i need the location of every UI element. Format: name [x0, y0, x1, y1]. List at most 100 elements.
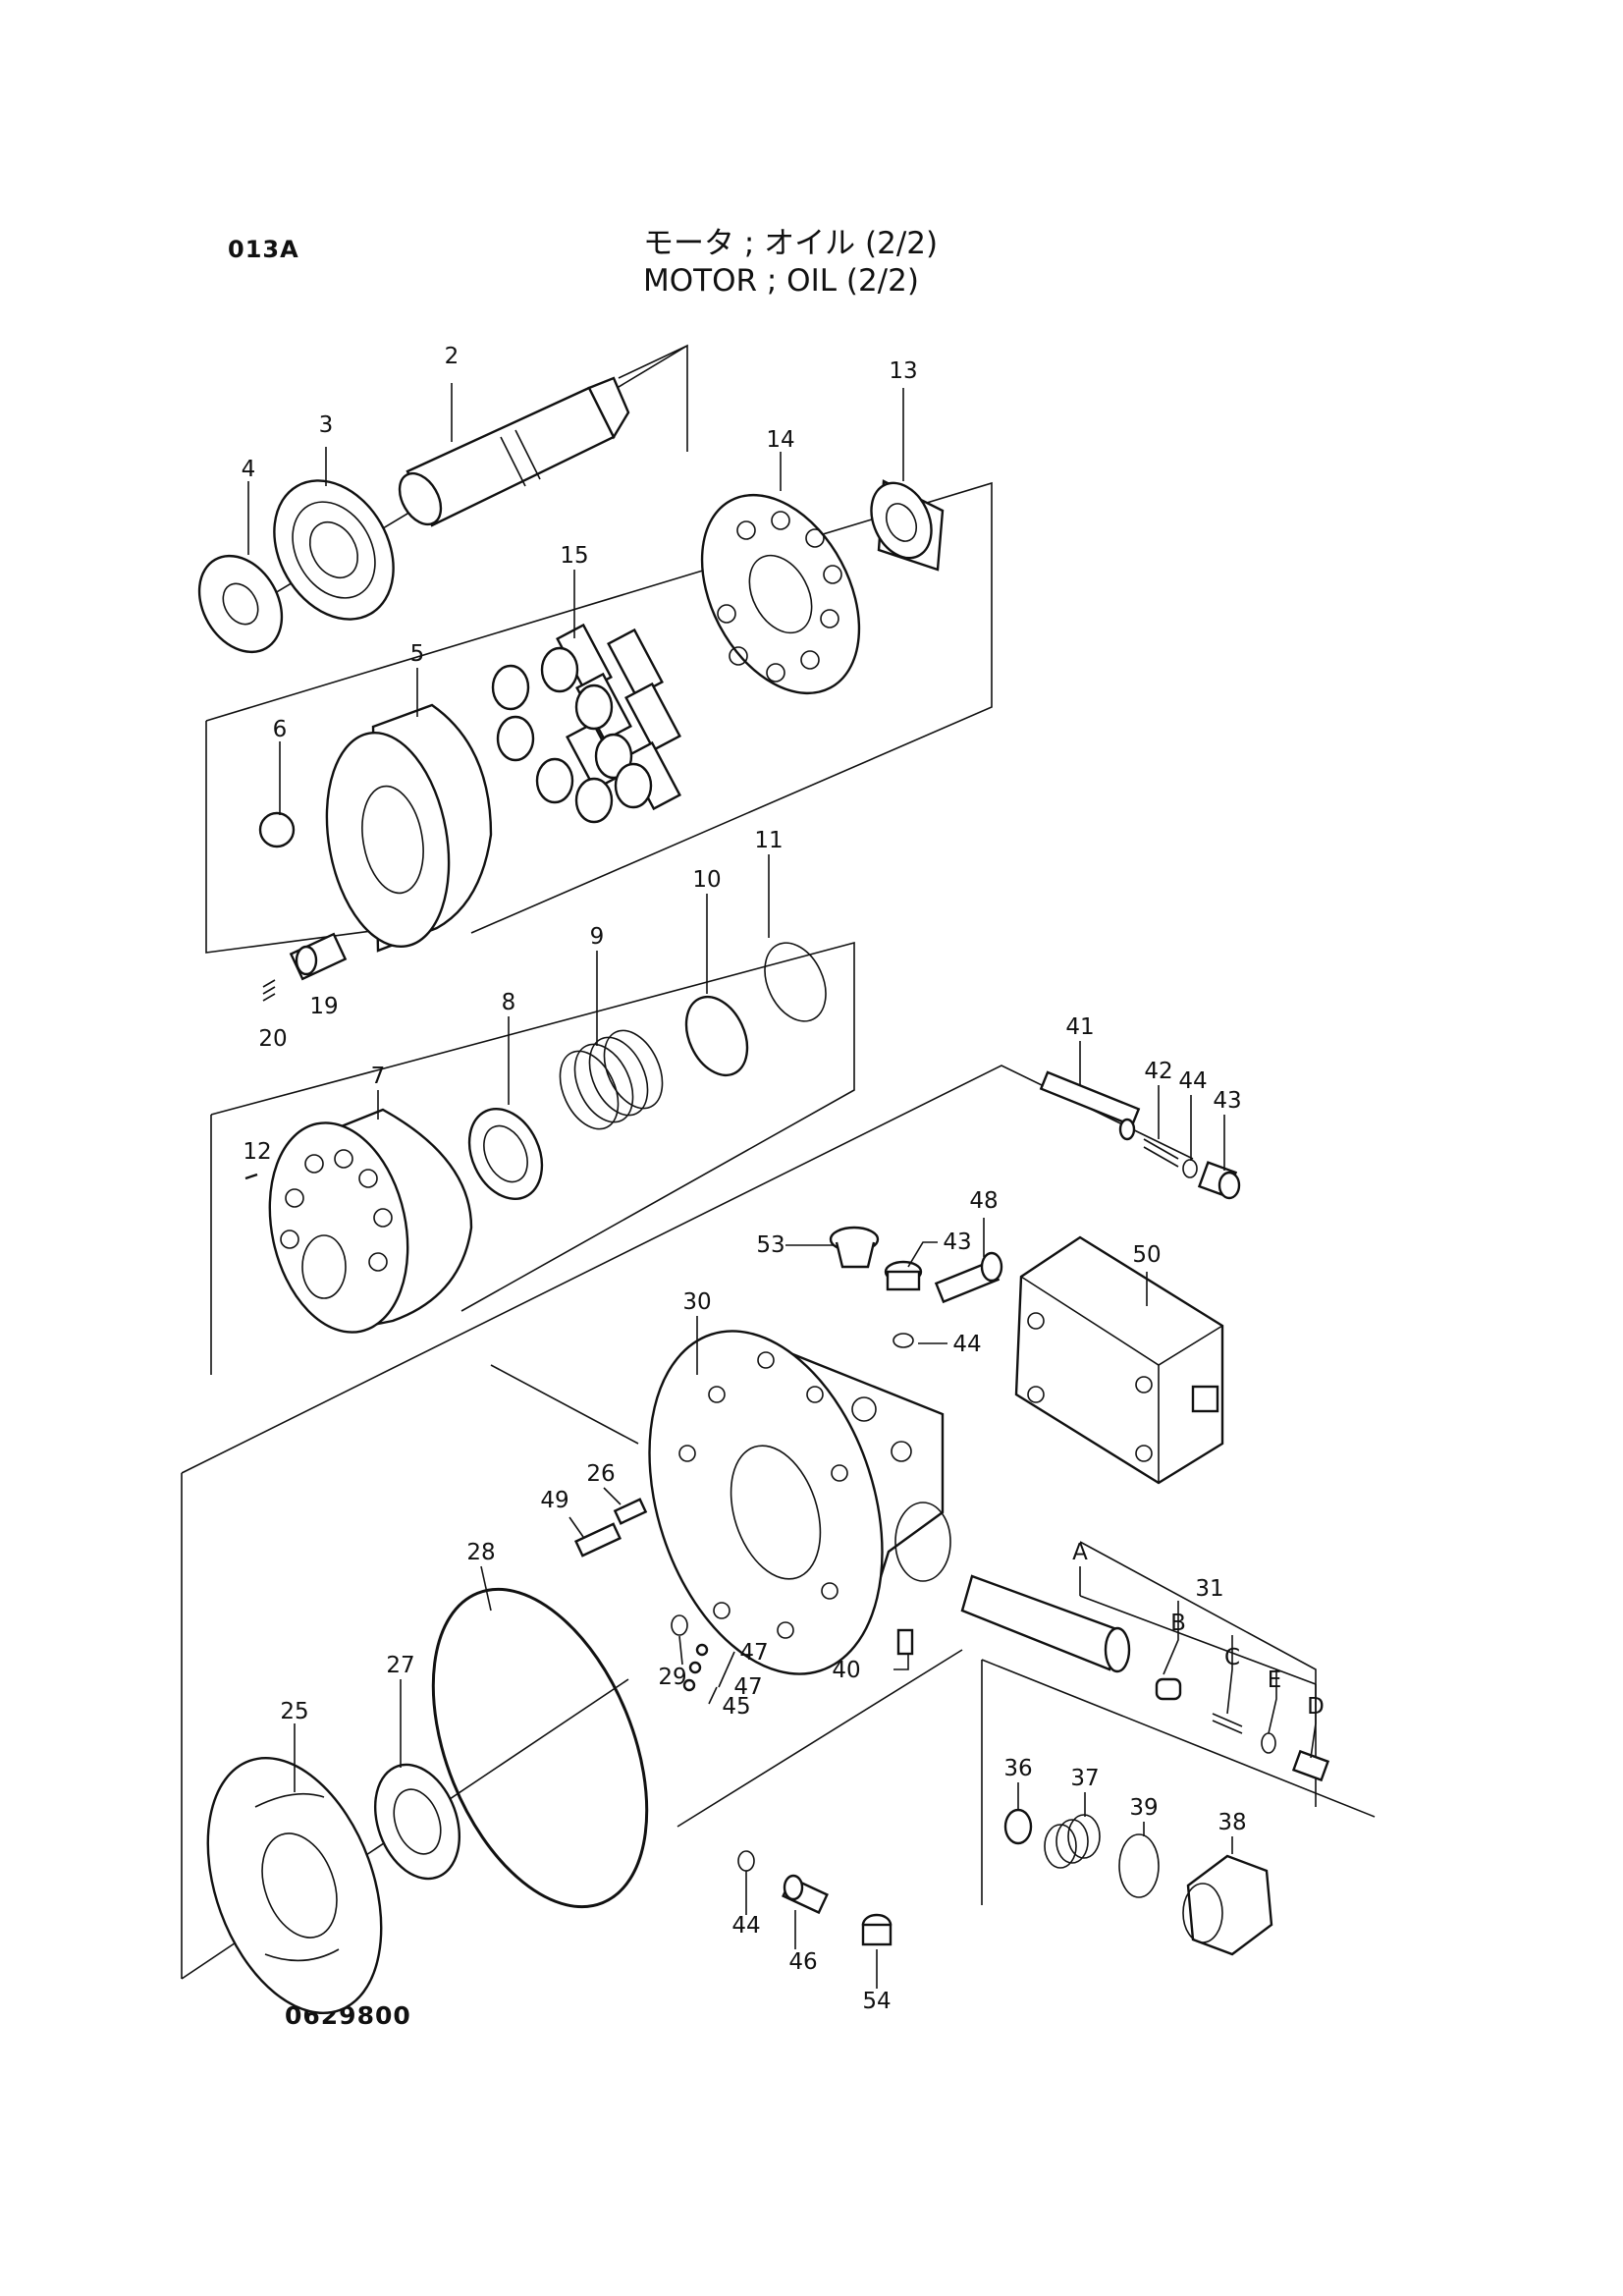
title-japanese: モータ ; オイル (2/2): [643, 226, 939, 261]
callout-39: 39: [1129, 1795, 1158, 1821]
callout-26: 26: [586, 1461, 615, 1487]
callout-30: 30: [682, 1289, 711, 1315]
callout-28: 28: [466, 1540, 495, 1565]
callout-11: 11: [754, 828, 783, 853]
part-A-spool: [960, 1574, 1131, 1673]
part-7-cylinder-block: [268, 1108, 473, 1334]
part-36-ring: [1003, 1808, 1033, 1845]
part-46-fitting: [782, 1874, 829, 1915]
part-38-plug: [1182, 1854, 1273, 1956]
part-47-b: [688, 1661, 702, 1674]
part-26-pin: [613, 1498, 648, 1525]
part-15-pistons: [491, 623, 681, 824]
callout-20: 20: [258, 1026, 287, 1052]
callout-25: 25: [280, 1699, 308, 1724]
part-9-spring: [559, 1029, 664, 1130]
part-5-holder: [325, 703, 493, 953]
title-english: MOTOR ; OIL (2/2): [643, 263, 919, 299]
part-25-valve-plate: [206, 1757, 383, 2014]
part-2-shaft: [398, 376, 630, 527]
part-19-20: [262, 932, 348, 1002]
callout-12: 12: [243, 1139, 271, 1165]
part-40-screw: [896, 1628, 914, 1656]
callout-13: 13: [889, 358, 917, 384]
callout-E: E: [1268, 1667, 1282, 1693]
callout-45: 45: [722, 1694, 750, 1720]
part-12-pin: [244, 1173, 258, 1180]
callout-14: 14: [766, 427, 794, 453]
callout-44-c: 44: [731, 1913, 760, 1939]
callout-3: 3: [319, 412, 334, 438]
page-code: 013A: [228, 236, 299, 263]
part-49-pin: [573, 1522, 622, 1558]
callout-19: 19: [309, 994, 338, 1019]
part-41-spool: [1039, 1070, 1141, 1141]
callout-7: 7: [371, 1064, 386, 1089]
part-B-sleeve: [1155, 1677, 1182, 1701]
part-42-spring: [1143, 1138, 1179, 1168]
part-47-a: [695, 1643, 709, 1657]
callout-38: 38: [1217, 1810, 1246, 1835]
part-3-bearing: [273, 479, 395, 621]
callout-44: 44: [1178, 1068, 1207, 1094]
part-30-casing: [648, 1330, 951, 1675]
callout-44-b: 44: [952, 1332, 981, 1357]
part-48-bolt: [934, 1251, 1003, 1304]
part-29-o-ring: [671, 1614, 688, 1636]
callout-D: D: [1307, 1694, 1325, 1720]
part-37-spring: [1044, 1814, 1101, 1869]
callout-41: 41: [1065, 1014, 1094, 1040]
callout-43-b: 43: [943, 1230, 971, 1255]
callout-6: 6: [273, 717, 288, 742]
part-43-plug-top: [884, 1260, 923, 1291]
part-44-o-ring: [1182, 1159, 1198, 1178]
callout-9: 9: [590, 924, 605, 950]
part-11-snap-ring: [764, 942, 827, 1022]
callout-4: 4: [242, 457, 256, 482]
part-28-o-ring: [431, 1587, 649, 1909]
callout-5: 5: [410, 641, 425, 667]
part-50-block: [1014, 1235, 1224, 1485]
part-4-seal: [197, 554, 284, 654]
callout-47: 47: [739, 1640, 768, 1666]
callout-31: 31: [1195, 1576, 1223, 1602]
part-D-plug: [1291, 1749, 1330, 1782]
callout-29: 29: [658, 1665, 686, 1690]
part-10-ring: [684, 995, 749, 1077]
part-44-o-ring-2: [893, 1333, 914, 1348]
callout-49: 49: [540, 1488, 568, 1513]
callout-2: 2: [445, 344, 460, 369]
part-14-plate: [700, 493, 861, 695]
callout-C: C: [1224, 1645, 1240, 1670]
part-54-plug: [861, 1913, 893, 1946]
callout-27: 27: [386, 1653, 414, 1678]
part-53-cap: [829, 1226, 880, 1269]
part-39-o-ring: [1118, 1833, 1160, 1898]
callout-A: A: [1072, 1540, 1088, 1565]
part-44-o-ring-3: [737, 1850, 755, 1872]
part-13-retainer: [870, 479, 945, 572]
callout-53: 53: [756, 1232, 784, 1258]
callout-47-b: 47: [733, 1674, 762, 1700]
callout-B: B: [1170, 1611, 1186, 1636]
callout-54: 54: [862, 1989, 891, 2014]
callout-labels: 2 3 4 5 6 7 8 9 10 11 12 13 14 15 19 20 …: [242, 344, 1325, 2014]
callout-46: 46: [788, 1949, 817, 1975]
callout-10: 10: [692, 867, 721, 893]
part-45: [682, 1678, 696, 1692]
callout-48: 48: [969, 1188, 998, 1214]
callout-50: 50: [1132, 1242, 1161, 1268]
callout-40: 40: [832, 1658, 860, 1683]
callout-42: 42: [1144, 1059, 1172, 1084]
callout-8: 8: [502, 990, 516, 1015]
part-43-plug: [1197, 1161, 1241, 1200]
callout-43: 43: [1213, 1088, 1241, 1114]
callout-15: 15: [560, 543, 588, 569]
part-E-o-ring: [1261, 1732, 1276, 1754]
part-8-seal: [467, 1107, 544, 1201]
leader-lines: [247, 383, 1317, 1989]
part-C-spring: [1212, 1713, 1243, 1734]
part-27-bearing: [373, 1763, 461, 1881]
callout-37: 37: [1070, 1766, 1099, 1791]
